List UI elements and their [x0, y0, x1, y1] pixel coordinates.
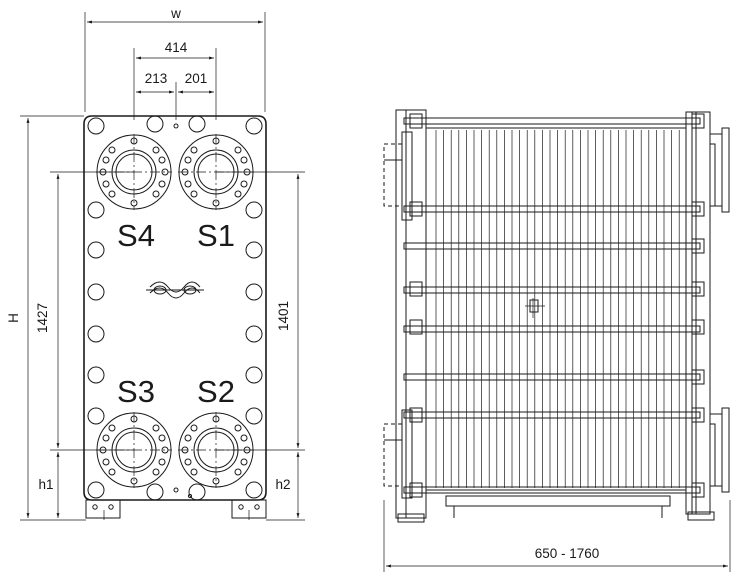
height-dimension: H: [6, 115, 86, 521]
tie-bars: [403, 113, 705, 498]
side-view: 650 - 1760: [383, 109, 731, 572]
right-vertical-spacing-label: 1401: [276, 301, 291, 331]
right-vertical-spacing-dimension: 1401: [216, 171, 305, 451]
bottom-left-height-label: h1: [38, 477, 53, 492]
length-label: 650 - 1760: [535, 546, 600, 561]
brand-logo: [146, 281, 204, 299]
port-label-s3: S3: [117, 374, 155, 409]
bottom-left-height-dimension: h1: [38, 452, 60, 518]
width-dimension: w: [84, 6, 266, 112]
port-label-s1: S1: [197, 218, 235, 253]
bolt-holes: [87, 115, 263, 501]
plate-pack: [425, 127, 687, 491]
port-spacing-dimension: 414: [133, 40, 217, 120]
pressure-plate: [685, 111, 730, 515]
bottom-right-height-label: h2: [275, 477, 290, 492]
fixed-frame: [383, 109, 427, 519]
base-frame: [397, 495, 715, 523]
vertical-port-spacing-dimension: 1427: [35, 171, 134, 451]
front-view: w 414 213 201: [6, 6, 305, 521]
offset-dimensions: 213 201: [136, 71, 214, 120]
center-marker: [525, 298, 545, 318]
bottom-right-height-dimension: h2: [266, 452, 305, 521]
port-label-s2: S2: [197, 374, 235, 409]
width-label: w: [170, 6, 181, 21]
height-label: H: [6, 313, 21, 323]
port-label-s4: S4: [117, 218, 155, 253]
left-offset-label: 213: [145, 71, 168, 86]
port-spacing-label: 414: [165, 40, 188, 55]
length-dimension: 650 - 1760: [383, 500, 731, 572]
frame-plate: [83, 115, 267, 520]
vertical-port-spacing-label: 1427: [35, 303, 50, 333]
right-offset-label: 201: [185, 71, 208, 86]
